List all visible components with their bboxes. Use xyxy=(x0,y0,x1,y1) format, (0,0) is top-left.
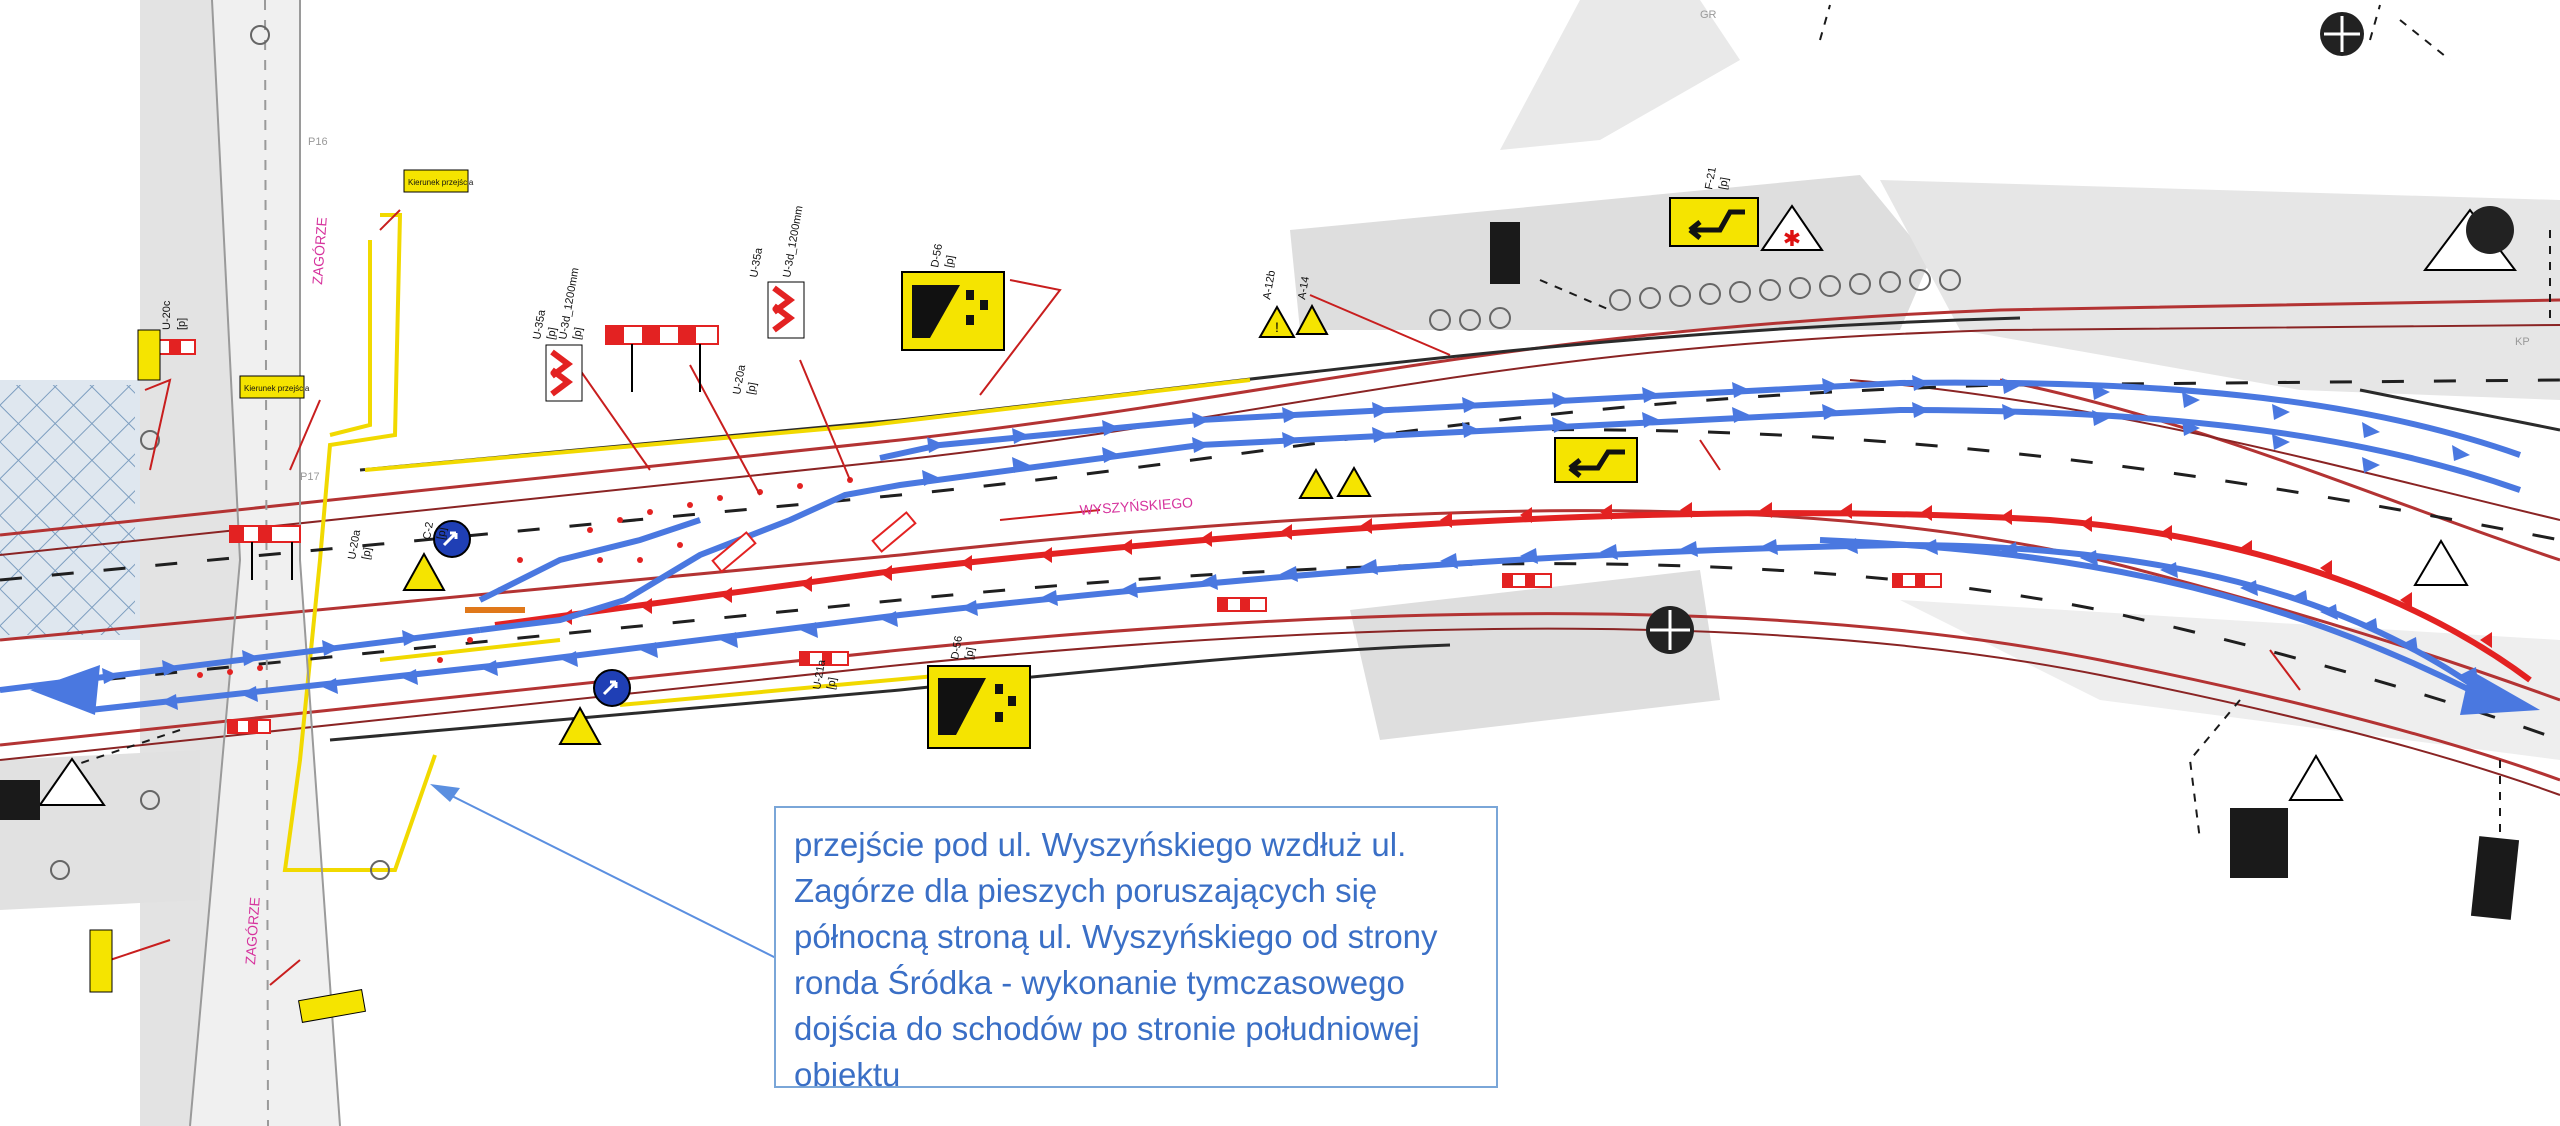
label-kp: KP xyxy=(2515,336,2530,348)
label-d56-bottom: D-56 xyxy=(949,635,965,661)
barrier-icon xyxy=(1502,573,1552,588)
flow-arrowheads xyxy=(30,375,2540,715)
label-u20c-pos: [p] xyxy=(176,318,188,330)
leader-lines xyxy=(109,209,2301,986)
label-u21a-pos: [p] xyxy=(825,676,839,690)
mandatory-keep-right-icon xyxy=(593,669,631,707)
barrier-icon xyxy=(1892,573,1942,588)
label-f21: F-21 xyxy=(1703,166,1719,190)
barrier-icon xyxy=(229,525,301,580)
warning-signs: ! ✱ xyxy=(38,204,2517,806)
label-u20a-left-pos: [p] xyxy=(360,546,374,560)
cross-street-lines xyxy=(189,0,341,1126)
street-label-zagorze-south: ZAGÓRZE xyxy=(242,897,263,966)
barrier-icon xyxy=(1217,597,1267,612)
label-u3d-b: U-3d_1200mm xyxy=(781,205,805,279)
detour-signs xyxy=(901,197,1759,749)
arrow-right-icon xyxy=(2460,670,2540,715)
info-panels xyxy=(0,222,2520,920)
closed-lane-line xyxy=(494,502,2532,683)
traffic-flow-eastbound xyxy=(89,537,2502,713)
label-d56-top: D-56 xyxy=(929,243,945,269)
label-ped-direction-b: Kierunek przejścia xyxy=(244,384,310,393)
label-u35a: U-35a xyxy=(531,308,548,340)
warning-triangle-icon xyxy=(558,705,602,745)
label-d56-top-pos: [p] xyxy=(943,254,957,268)
lamp-post-icon xyxy=(2466,206,2514,254)
barrier-icon xyxy=(711,531,757,573)
road-edges xyxy=(0,298,2560,796)
street-label-zagorze-north: ZAGÓRZE xyxy=(309,217,330,286)
label-c2: C-2 xyxy=(421,521,436,541)
note-line: dojścia do schodów po stronie południowe… xyxy=(794,1010,1420,1047)
note-pointer xyxy=(430,784,781,961)
barrier-icon xyxy=(871,511,917,553)
label-p17: P17 xyxy=(300,471,320,483)
label-f21-pos: [p] xyxy=(1717,176,1731,190)
street-label-main: WYSZYŃSKIEGO xyxy=(1079,494,1194,518)
note-line: ronda Śródka - wykonanie tymczasowego xyxy=(794,964,1405,1001)
note-line: północną stroną ul. Wyszyńskiego od stro… xyxy=(794,918,1438,955)
label-u21a: U-21a xyxy=(811,658,828,690)
label-u20a-top: U-20a xyxy=(731,363,748,395)
barrier-signs xyxy=(144,325,1942,734)
warning-triangle-icon xyxy=(402,551,446,591)
ped-direction-plates xyxy=(89,169,469,1023)
detour-sign-icon xyxy=(1669,197,1759,247)
chevron-sign-icon xyxy=(767,281,805,339)
barrier-icon xyxy=(799,651,849,666)
detour-sign-icon xyxy=(927,665,1031,749)
lamp-posts xyxy=(1646,12,2514,654)
label-p16: P16 xyxy=(308,136,328,148)
street-labels: WYSZYŃSKIEGO ZAGÓRZE ZAGÓRZE xyxy=(242,217,1194,966)
warning-triangle-icon xyxy=(1336,465,1372,497)
warning-triangle-icon: ✱ xyxy=(1760,204,1824,251)
chevron-signs xyxy=(545,281,805,402)
warning-triangle-icon xyxy=(2413,539,2469,586)
dashed-leaders xyxy=(59,4,2551,841)
traffic-flow-westbound xyxy=(0,379,2521,693)
warning-triangle-icon xyxy=(38,757,106,806)
warning-triangle-icon: ! xyxy=(1258,304,1296,338)
lamp-post-icon xyxy=(1646,606,1694,654)
taper-dots xyxy=(465,607,525,613)
label-u35a-pos: [p] xyxy=(545,326,559,340)
mandatory-signs xyxy=(433,520,631,707)
note-line: Zagórze dla pieszych poruszających się xyxy=(794,872,1378,909)
hatched-area xyxy=(0,385,135,635)
warning-triangle-icon xyxy=(2288,754,2344,801)
cone-markers xyxy=(197,477,853,678)
barrier-icon xyxy=(605,325,719,392)
label-d56-bottom-pos: [p] xyxy=(963,646,977,660)
sign-labels: Kierunek przejścia Kierunek przejścia U-… xyxy=(161,9,2530,691)
svg-text:✱: ✱ xyxy=(1783,226,1801,251)
arrow-left-icon xyxy=(30,665,100,715)
label-ped-direction-a: Kierunek przejścia xyxy=(408,178,474,187)
warning-triangle-icon xyxy=(1298,467,1334,499)
barrier-icon xyxy=(227,719,271,734)
label-a12b: A-12b xyxy=(1261,270,1278,301)
detour-sign-icon xyxy=(1554,437,1638,483)
chevron-sign-icon xyxy=(545,344,583,402)
note-line: obiektu xyxy=(794,1056,901,1093)
detour-sign-icon xyxy=(901,271,1005,351)
label-u35a-b: U-35a xyxy=(748,246,765,278)
note-line: przejście pod ul. Wyszyńskiego wzdłuż ul… xyxy=(794,826,1407,863)
label-u3d-pos: [p] xyxy=(571,326,585,340)
lamp-post-icon xyxy=(2320,12,2364,56)
label-u20a-top-pos: [p] xyxy=(745,381,759,395)
label-gr: GR xyxy=(1700,9,1717,21)
label-c2-pos: [p] xyxy=(435,526,449,540)
tree-row xyxy=(50,25,1961,880)
warning-triangle-icon xyxy=(1295,303,1329,335)
label-u20c: U-20c xyxy=(161,300,173,330)
annotation-note: przejście pod ul. Wyszyńskiego wzdłuż ul… xyxy=(774,806,1498,1093)
label-u20a-left: U-20a xyxy=(346,528,363,560)
svg-text:!: ! xyxy=(1275,319,1279,335)
label-a14: A-14 xyxy=(1296,276,1312,301)
mandatory-keep-right-icon xyxy=(433,520,471,558)
